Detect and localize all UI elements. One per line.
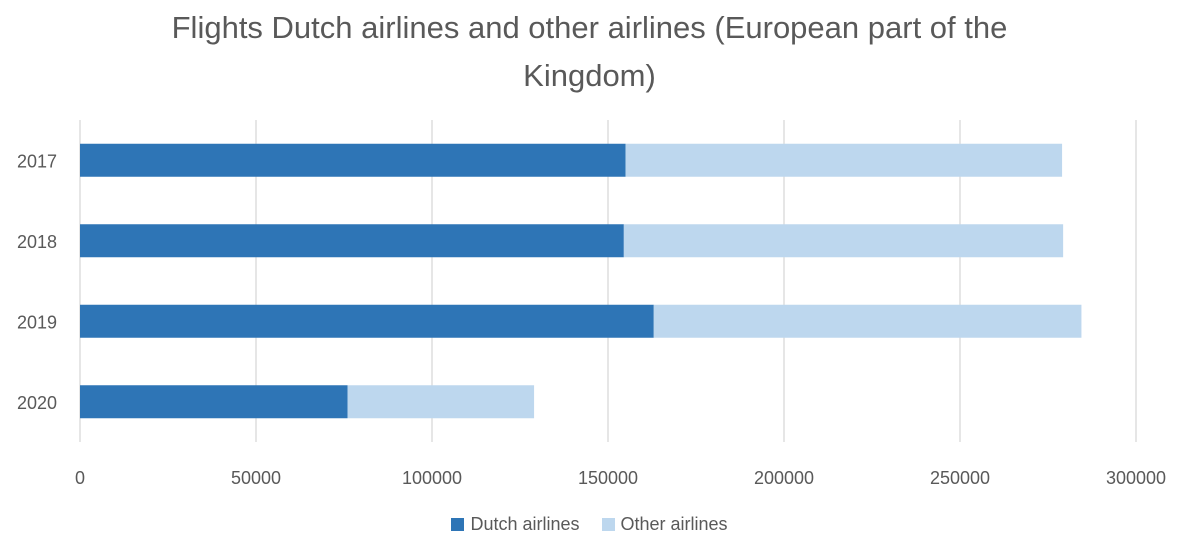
x-tick-label-3: 150000 — [578, 468, 638, 488]
bar-dutch-2017 — [80, 143, 626, 177]
y-tick-label-2018: 2018 — [17, 232, 57, 252]
bar-dutch-2019 — [80, 304, 654, 338]
x-tick-label-5: 250000 — [930, 468, 990, 488]
bar-other-2019 — [653, 304, 1082, 338]
y-tick-label-2020: 2020 — [17, 393, 57, 413]
legend-label-other: Other airlines — [620, 514, 728, 534]
legend-swatch-other — [601, 517, 615, 531]
x-tick-label-1: 50000 — [231, 468, 281, 488]
legend-label-dutch: Dutch airlines — [470, 514, 580, 534]
bar-dutch-2020 — [80, 385, 348, 419]
x-tick-label-0: 0 — [75, 468, 85, 488]
bar-other-2018 — [623, 224, 1064, 258]
x-tick-label-2: 100000 — [402, 468, 462, 488]
legend-item-dutch: Dutch airlines — [451, 513, 580, 535]
bar-other-2020 — [347, 385, 535, 419]
x-tick-label-4: 200000 — [754, 468, 814, 488]
bar-dutch-2018 — [80, 224, 624, 258]
chart-title-line-1: Flights Dutch airlines and other airline… — [171, 10, 1008, 45]
y-tick-label-2019: 2019 — [17, 312, 57, 332]
legend-swatch-dutch — [451, 517, 465, 531]
x-tick-label-6: 300000 — [1106, 468, 1166, 488]
legend-item-other: Other airlines — [601, 513, 728, 535]
chart-title: Flights Dutch airlines and other airline… — [0, 4, 1179, 100]
y-tick-label-2017: 2017 — [17, 151, 57, 171]
legend: Dutch airlines Other airlines — [0, 513, 1179, 535]
chart-title-line-2: Kingdom) — [523, 58, 656, 93]
bar-other-2017 — [625, 143, 1063, 177]
